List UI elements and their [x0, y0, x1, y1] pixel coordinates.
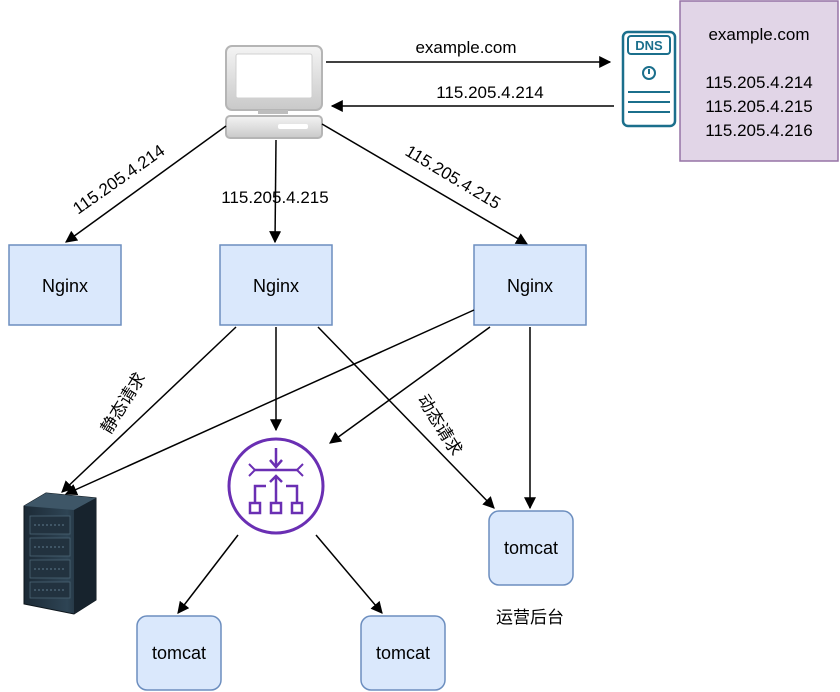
admin-backend-label: 运营后台 — [496, 608, 564, 628]
dns-badge-text: DNS — [635, 38, 663, 53]
tomcat-node-2-label: tomcat — [376, 643, 430, 663]
tomcat-node-admin: tomcat — [488, 510, 574, 586]
edge-dynamic-request-label: 动态请求 — [413, 391, 466, 459]
edge-to-nginx-3-label: 115.205.4.215 — [402, 141, 504, 213]
nginx-node-3-label: Nginx — [507, 276, 553, 296]
edge-nginx3-static-arrow — [64, 309, 475, 496]
edge-lb-tomcat-1-arrow — [177, 534, 239, 614]
edge-to-nginx-2-arrow — [269, 139, 282, 244]
dns-server-icon: DNS — [621, 30, 677, 128]
nginx-node-2-label: Nginx — [253, 276, 299, 296]
edge-lb-tomcat-2-arrow — [315, 534, 383, 614]
desktop-computer-icon — [225, 45, 323, 139]
edge-reply-label: 115.205.4.214 — [436, 83, 543, 102]
tomcat-node-2: tomcat — [360, 615, 446, 691]
tomcat-node-1-label: tomcat — [152, 643, 206, 663]
nginx-node-1: Nginx — [8, 244, 122, 326]
tomcat-node-1: tomcat — [136, 615, 222, 691]
nginx-node-2: Nginx — [219, 244, 333, 326]
server-rack-icon — [23, 492, 97, 615]
edge-static-request-label: 静态请求 — [97, 369, 150, 437]
edge-nginx2-static-arrow — [61, 326, 237, 493]
dns-record-panel: example.com 115.205.4.214 115.205.4.215 … — [679, 0, 839, 162]
edge-query-label: example.com — [415, 38, 516, 57]
dns-record-ip-1: 115.205.4.214 — [705, 73, 812, 92]
nginx-node-1-label: Nginx — [42, 276, 88, 296]
edge-to-nginx-3-arrow — [321, 123, 529, 245]
dns-record-ip-3: 115.205.4.216 — [705, 121, 812, 140]
load-balancer-icon — [227, 437, 325, 535]
dns-record-ip-2: 115.205.4.215 — [705, 97, 812, 116]
tomcat-node-admin-label: tomcat — [504, 538, 558, 558]
dns-record-domain: example.com — [708, 25, 809, 44]
edge-nginx2-admin-arrow — [317, 326, 495, 509]
edge-nginx3-lb-arrow — [329, 326, 491, 444]
edge-to-nginx-1-arrow — [65, 125, 227, 243]
nginx-node-3: Nginx — [473, 244, 587, 326]
edge-to-nginx-2-label: 115.205.4.215 — [221, 188, 328, 207]
